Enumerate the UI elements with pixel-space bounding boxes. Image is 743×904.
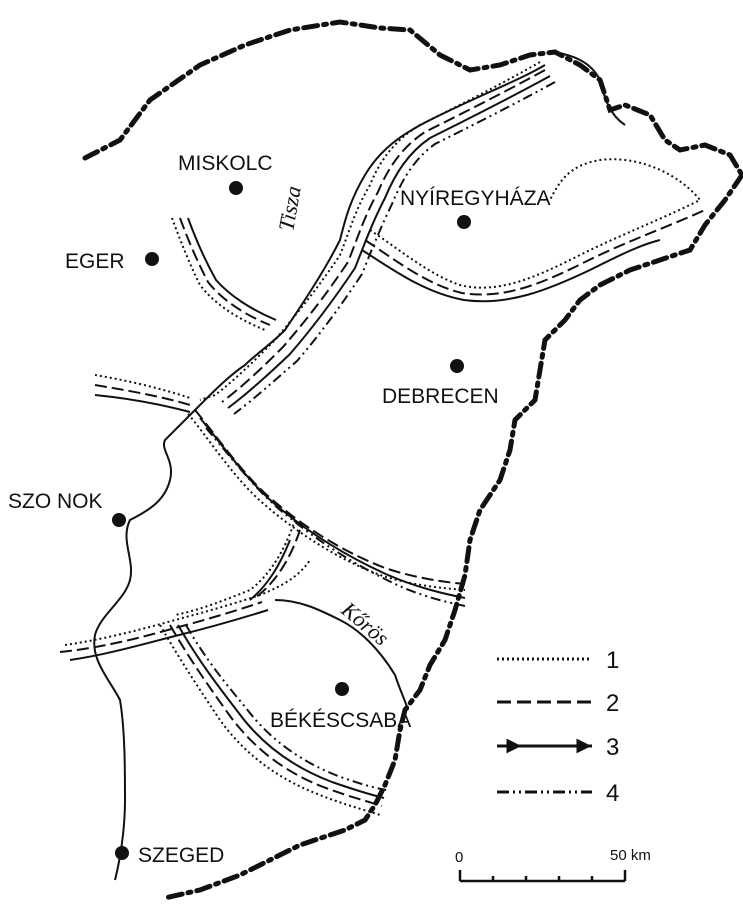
route-loop-ticks <box>361 239 661 303</box>
legend-line-3-arrow-right <box>576 738 592 754</box>
route-north-dotted <box>199 61 541 401</box>
river-label-tisza: Tisza <box>273 184 305 233</box>
route-band-southwest <box>59 559 311 661</box>
route-eger-dashed <box>179 217 271 326</box>
route-south-dashdot <box>185 624 387 791</box>
route-band-nyiregyhaza <box>361 158 706 303</box>
legend-line-3-arrow-left <box>506 738 522 754</box>
route-south-dotted <box>159 624 381 816</box>
route-central-dashed <box>194 409 466 585</box>
route-north-dashdot <box>233 81 556 415</box>
legend-number-2: 2 <box>606 690 619 717</box>
city-label-miskolc: MISKOLC <box>178 152 273 175</box>
city-label-szolnok: SZO NOK <box>8 490 103 513</box>
route-north-dashed <box>221 69 546 403</box>
city-dot-szeged <box>115 846 129 860</box>
route-band-north <box>199 61 556 415</box>
city-dot-nyiregyhaza <box>457 215 471 229</box>
route-central-dotted <box>184 409 466 591</box>
legend-number-4: 4 <box>606 780 619 807</box>
route-connector-dashed <box>254 529 301 599</box>
city-label-nyiregyhaza: NYÍREGYHÁZA <box>400 187 551 210</box>
city-dot-szolnok <box>112 513 126 527</box>
border-north <box>82 19 743 178</box>
river-northeast <box>554 51 626 126</box>
route-central-dashdot <box>205 427 466 607</box>
route-loop-dotted <box>369 158 702 289</box>
legend <box>497 657 592 794</box>
city-dot-eger <box>145 252 159 266</box>
legend-numbers: 1 2 3 4 <box>606 647 619 807</box>
route-south-ticks <box>177 624 385 799</box>
city-label-szeged: SZEGED <box>138 844 224 867</box>
route-sw-ticks <box>69 609 269 661</box>
river-tisza <box>93 64 546 881</box>
route-loop-dashed <box>364 209 706 296</box>
city-label-bekescsaba: BÉKÉSCSABA <box>270 709 411 732</box>
country-border <box>82 19 743 901</box>
border-east <box>162 172 743 901</box>
city-dot-debrecen <box>450 359 464 373</box>
route-band-central <box>184 409 466 607</box>
city-dot-bekescsaba <box>335 682 349 696</box>
city-label-eger: EGER <box>65 250 125 273</box>
route-west-dotted <box>94 374 191 399</box>
city-dots <box>112 181 471 860</box>
city-label-debrecen: DEBRECEN <box>382 385 499 408</box>
route-north-ticks <box>227 75 551 409</box>
city-labels: MISKOLC NYÍREGYHÁZA EGER DEBRECEN SZO NO… <box>8 152 551 867</box>
city-dot-miskolc <box>229 181 243 195</box>
route-band-west <box>94 374 191 413</box>
route-eger-ticks <box>187 217 277 321</box>
legend-number-3: 3 <box>606 734 619 761</box>
river-koros <box>274 599 409 711</box>
legend-number-1: 1 <box>606 647 619 674</box>
route-connector-dotted <box>174 519 296 616</box>
route-sw-dashed <box>59 601 263 653</box>
route-band-south <box>159 624 387 816</box>
scale-label-start: 0 <box>455 849 463 866</box>
route-central-ticks <box>199 417 466 599</box>
route-band-eger <box>171 217 277 331</box>
route-south-dashed <box>169 624 383 807</box>
scale-bar <box>458 870 627 883</box>
rivers <box>93 51 626 881</box>
route-west-dashed <box>94 384 191 406</box>
route-west-ticks <box>94 394 191 413</box>
scale-label-end: 50 km <box>610 847 651 864</box>
